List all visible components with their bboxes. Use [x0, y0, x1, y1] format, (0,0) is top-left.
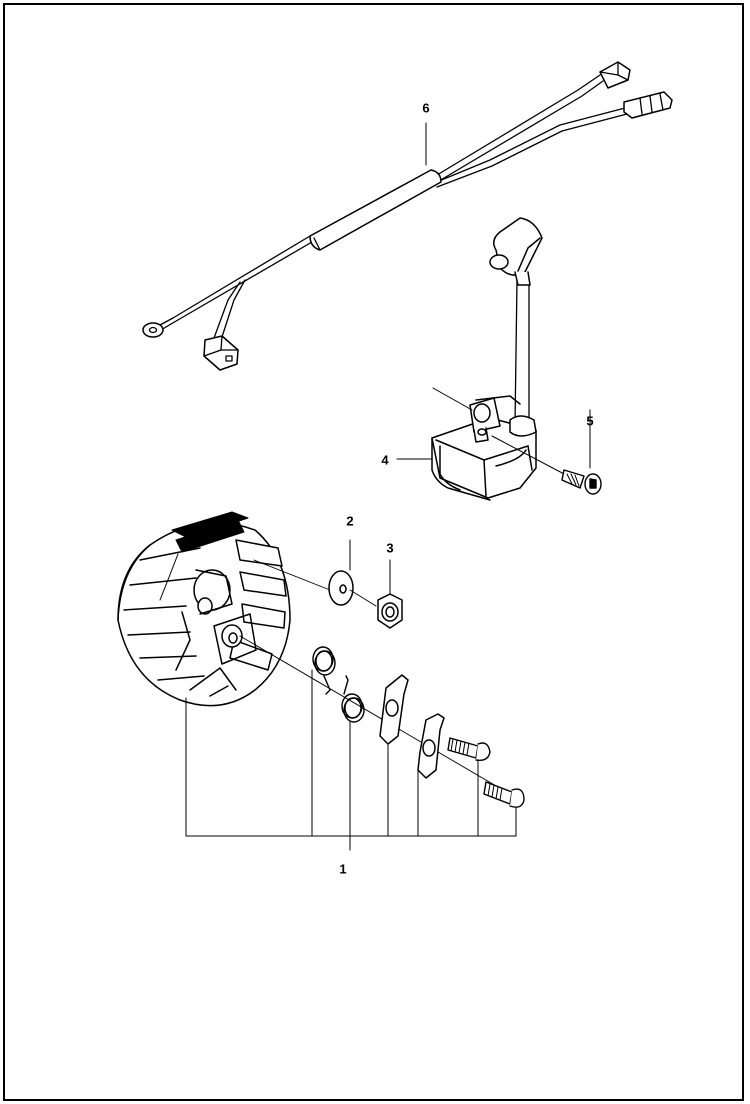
washer: [253, 539, 354, 606]
pin-upper: [447, 737, 491, 762]
spring-lower: [341, 675, 365, 723]
pawl-upper: [379, 674, 409, 745]
hex-nut: [349, 559, 403, 629]
callout-leaders: [185, 122, 517, 851]
ignition-module: [431, 217, 543, 501]
pin-lower: [483, 781, 525, 808]
spring-upper: [312, 646, 336, 695]
callout-1: 1: [339, 861, 347, 877]
cable-harness: [142, 61, 673, 371]
callout-3: 3: [386, 540, 394, 556]
callout-2: 2: [346, 513, 354, 529]
drawing-frame: [3, 3, 744, 1101]
pawl-lower: [417, 713, 445, 779]
screw: [491, 409, 602, 495]
flywheel: [117, 511, 521, 801]
callout-6: 6: [422, 100, 430, 116]
callout-4: 4: [381, 452, 389, 468]
callout-5: 5: [586, 413, 594, 429]
